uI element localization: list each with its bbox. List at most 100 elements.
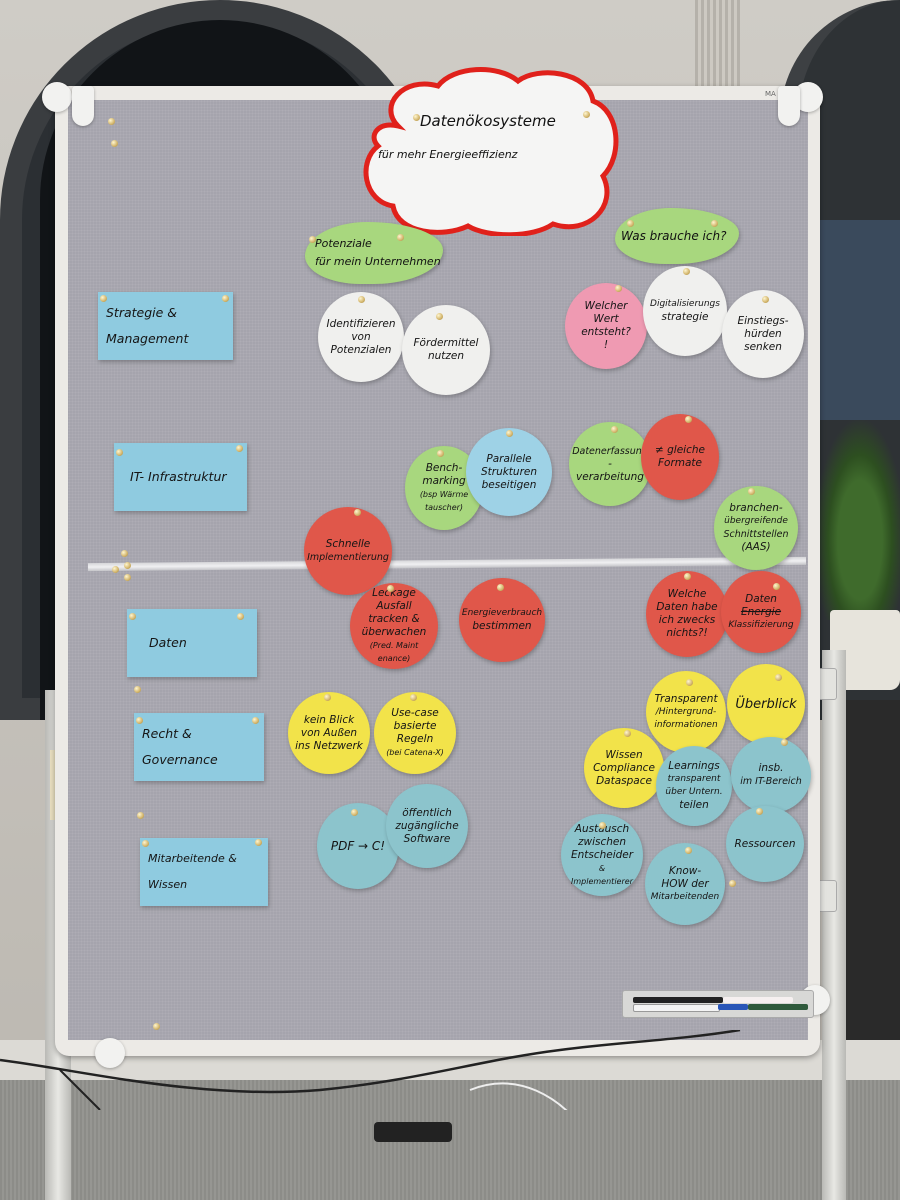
card-line: Entscheider [570, 848, 634, 861]
card-line: ! [603, 339, 609, 351]
card-line: Strukturen [480, 465, 538, 478]
card-line: Know- [668, 864, 702, 877]
card-line: Implementierung [307, 552, 389, 563]
card-insb-it: insb. im IT-Bereich [731, 737, 811, 813]
pin [762, 296, 769, 303]
card-line: Bench- [425, 462, 463, 474]
pin [685, 416, 692, 423]
pin [624, 730, 631, 737]
card-line: branchen- [729, 502, 783, 514]
pin [116, 449, 123, 456]
card-line: Leckage [372, 587, 416, 599]
pin [236, 445, 243, 452]
pin [583, 111, 590, 118]
card-datenerfassung: Datenerfassung - verarbeitung [569, 422, 651, 506]
card-line: von [351, 330, 371, 343]
loose-pin [108, 118, 115, 125]
row-label-text: IT- Infrastruktur [130, 469, 227, 484]
marker-blue[interactable] [718, 1004, 748, 1010]
card-line: kein Blick [303, 713, 355, 726]
paper-hook-right [778, 86, 800, 126]
card-line: /Hintergrund- [655, 706, 717, 717]
pin [711, 220, 718, 227]
card-line: - verarbeitung [576, 457, 644, 483]
marker-pink-cap[interactable] [723, 997, 793, 1003]
card-line: Transparent [654, 692, 718, 705]
card-kein-blick: kein Blick von Außen ins Netzwerk [288, 692, 370, 774]
card-identifizieren: Identifizieren von Potenzialen [318, 292, 404, 382]
card-oeffentlich: öffentlich zugängliche Software [386, 784, 468, 868]
row-label-it-infrastruktur: IT- Infrastruktur [114, 443, 247, 511]
card-pdf: PDF → C! [317, 803, 399, 889]
pin [756, 808, 763, 815]
card-schnelle-implementierung: Schnelle Implementierung [304, 507, 392, 595]
card-line: (AAS) [741, 541, 771, 553]
pin [685, 847, 692, 854]
row-label-text: Daten [149, 635, 187, 650]
card-line: Learnings [668, 760, 720, 772]
pin [100, 295, 107, 302]
loose-pin [111, 140, 118, 147]
frame-corner-cap [42, 82, 72, 112]
card-line: ≠ gleiche [655, 444, 705, 456]
row-label-daten: Daten [127, 609, 257, 677]
row-label-text: Recht & [142, 726, 192, 741]
card-line: Dataspace [596, 774, 652, 787]
card-energieverbrauch: Energieverbrauch bestimmen [459, 578, 545, 662]
card-transparent: Transparent /Hintergrund- informationen [646, 671, 726, 753]
card-line: (bsp Wärme [419, 490, 469, 499]
card-line: HOW der [661, 877, 709, 890]
card-line: Mitarbeitenden [650, 891, 720, 902]
card-line: Energieverbrauch [461, 608, 543, 618]
card-line: (bei Catena-X) [386, 748, 444, 757]
pin [324, 694, 331, 701]
card-line: basierte [393, 720, 437, 732]
pin [611, 426, 618, 433]
row-label-recht: Recht & Governance [134, 713, 264, 781]
card-welcher-wert: Welcher Wert entsteht? ! [565, 283, 647, 369]
header-potenziale: Potenziale für mein Unternehmen [305, 222, 443, 284]
pin [129, 613, 136, 620]
card-line: entsteht? [581, 326, 631, 338]
marker-green[interactable] [748, 1004, 808, 1010]
marker-tray [622, 990, 814, 1018]
loose-pin [121, 550, 128, 557]
card-line: Einstiegs- [737, 314, 789, 327]
pin [599, 822, 606, 829]
card-line: enance) [377, 654, 411, 663]
loose-pin [153, 1023, 160, 1030]
card-line: Formate [657, 457, 703, 469]
card-line: nichts?! [666, 627, 708, 639]
header-was-brauche-line1: Was brauche ich? [621, 229, 727, 243]
pin [436, 313, 443, 320]
pin [136, 717, 143, 724]
pin [309, 236, 316, 243]
card-line: über Untern. [665, 787, 723, 797]
card-line: bestimmen [472, 620, 532, 632]
marker-black[interactable] [633, 997, 723, 1003]
card-branchen-schnittstellen: branchen- übergreifende Schnittstellen (… [714, 486, 798, 570]
card-learnings: Learnings transparent über Untern. teile… [656, 746, 732, 826]
smartphone-on-floor [374, 1122, 452, 1142]
title-line-2: für mehr Energieeffizienz [378, 148, 518, 161]
leg-clamp-right-lower [817, 880, 837, 912]
card-line: Software [403, 832, 451, 845]
title-cloud: Datenökosysteme für mehr Energieeffizien… [358, 66, 623, 238]
card-line: (Pred. Maint [369, 641, 419, 650]
pin [684, 573, 691, 580]
pin [506, 430, 513, 437]
card-line: transparent [667, 774, 721, 784]
card-line: Überblick [735, 696, 797, 712]
pin [397, 234, 404, 241]
row-label-text: Mitarbeitende & [148, 852, 237, 865]
pin [437, 450, 444, 457]
row-label-text: Strategie & [106, 305, 178, 320]
loose-pin [112, 566, 119, 573]
card-line: tauscher) [424, 503, 464, 512]
pin [775, 674, 782, 681]
card-line: strategie [661, 311, 709, 323]
marker-white[interactable] [633, 1004, 720, 1012]
card-line: Klassifizierung [728, 619, 794, 630]
card-line: informationen [654, 719, 718, 730]
card-line: Regeln [396, 733, 434, 745]
